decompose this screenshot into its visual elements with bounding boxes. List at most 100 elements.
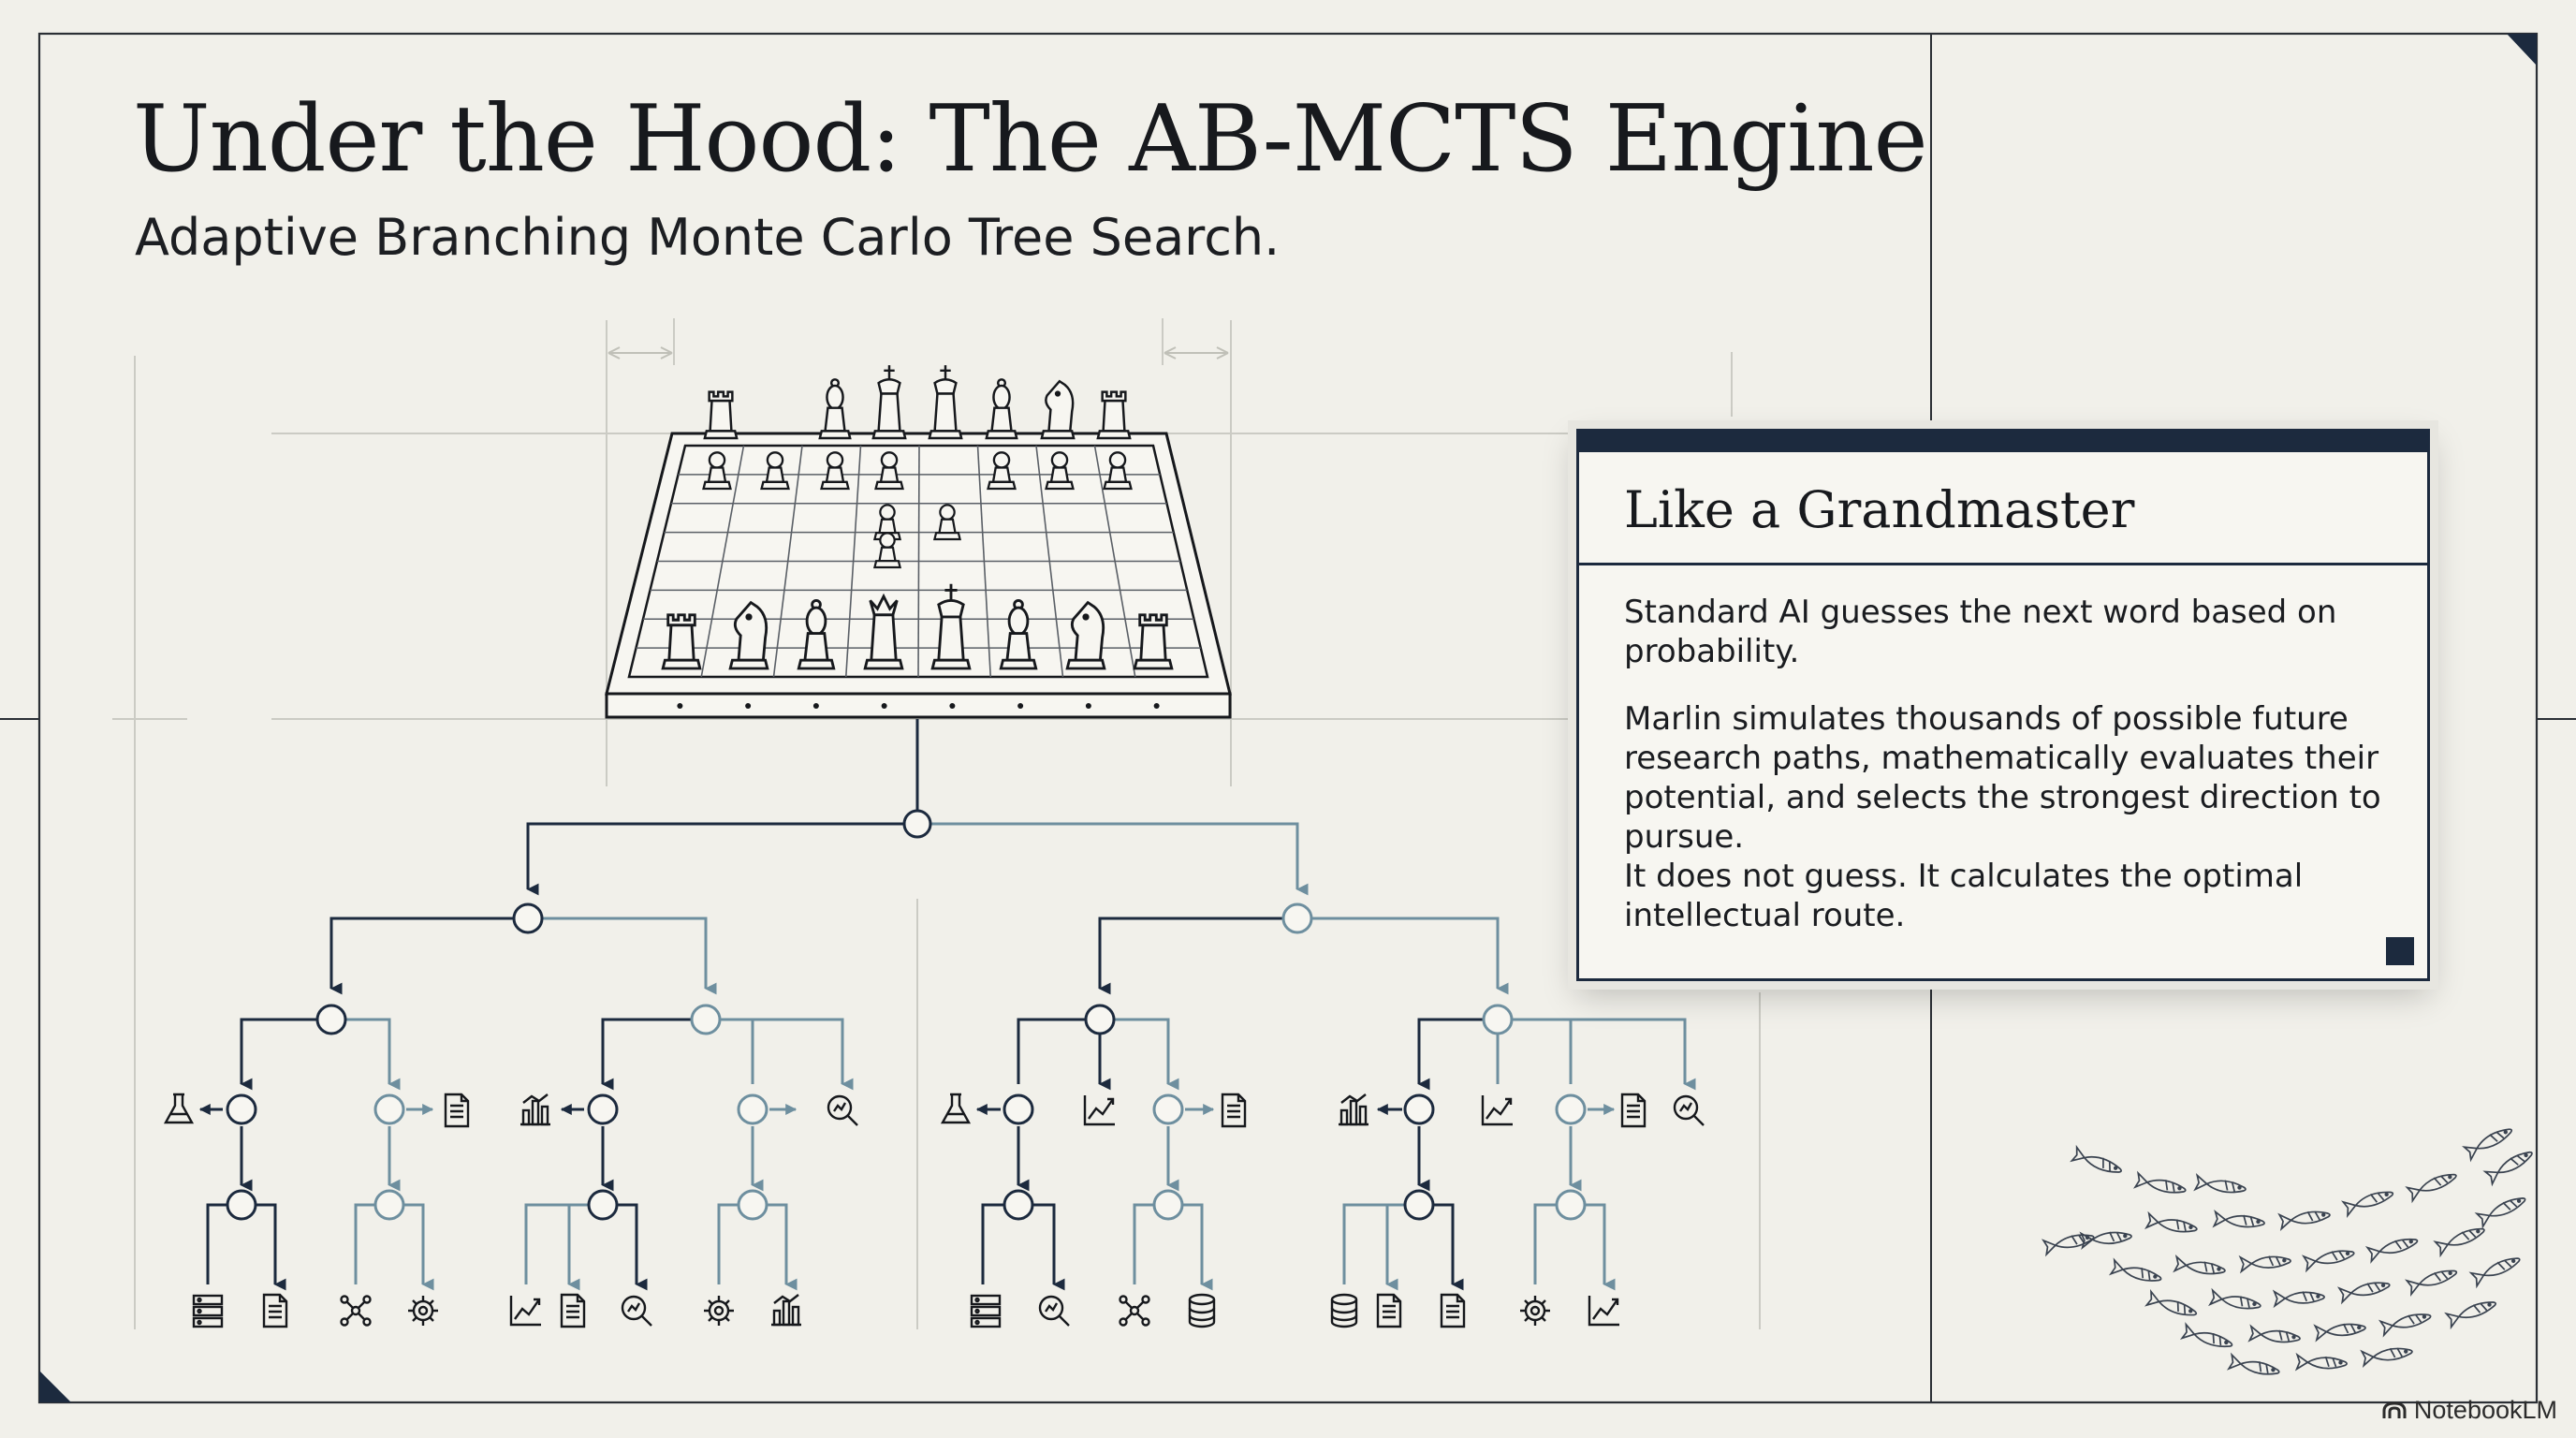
fish-icon xyxy=(2406,1167,2460,1202)
fish-icon xyxy=(2134,1172,2188,1198)
tree-node xyxy=(1555,1093,1587,1125)
tree-node xyxy=(1003,1189,1034,1221)
line-chart-icon xyxy=(1481,1093,1515,1126)
tree-node xyxy=(1403,1093,1435,1125)
tree-node xyxy=(690,1004,722,1035)
fish-icon xyxy=(2278,1207,2332,1230)
flask-icon xyxy=(164,1093,194,1124)
notebooklm-logo-icon xyxy=(2382,1401,2407,1418)
tree-node xyxy=(587,1093,619,1125)
tree-node xyxy=(226,1093,257,1125)
card-top-bar xyxy=(1579,432,2427,452)
fish-icon xyxy=(2174,1255,2227,1279)
board-edge-dot xyxy=(1017,703,1024,709)
fish-icon xyxy=(2445,1296,2499,1328)
tree-node xyxy=(1084,1004,1116,1035)
fish-icon xyxy=(2110,1259,2164,1287)
line-chart-icon xyxy=(1588,1294,1621,1327)
tree-nodes xyxy=(226,809,1587,1221)
board-edge-dot xyxy=(745,703,752,709)
line-chart-icon xyxy=(1083,1093,1117,1126)
fish-icon xyxy=(2194,1174,2247,1197)
fish-icon xyxy=(2484,1146,2537,1185)
network-icon xyxy=(340,1295,372,1327)
slide-subtitle: Adaptive Branching Monte Carlo Tree Sear… xyxy=(135,208,1281,267)
fish-icon xyxy=(2181,1323,2235,1353)
fish-icon xyxy=(2303,1245,2357,1271)
card-title: Like a Grandmaster xyxy=(1624,480,2135,539)
fish-school-icon xyxy=(2042,1123,2537,1380)
fish-icon xyxy=(2239,1253,2292,1272)
fish-icon xyxy=(2314,1319,2367,1342)
board-edge-dot xyxy=(949,703,956,709)
board-edge-dot xyxy=(881,703,887,709)
line-chart-icon xyxy=(509,1294,543,1327)
fish-icon xyxy=(2361,1343,2414,1367)
tree-node xyxy=(737,1189,768,1221)
grandmaster-card: Like a Grandmaster Standard AI guesses t… xyxy=(1576,429,2430,981)
board-grid-line xyxy=(976,445,992,678)
document-icon xyxy=(1376,1293,1402,1328)
fish-icon xyxy=(2476,1192,2529,1227)
fish-icon xyxy=(2470,1252,2524,1287)
document-icon xyxy=(560,1293,586,1328)
board-edge-dot xyxy=(812,703,819,709)
fish-icon xyxy=(2145,1290,2200,1322)
board-grid-line xyxy=(1093,445,1136,678)
bar-chart-icon xyxy=(519,1093,552,1126)
gear-icon xyxy=(406,1294,440,1328)
chess-piece-knight xyxy=(1040,379,1076,440)
card-paragraph-1: Standard AI guesses the next word based … xyxy=(1624,594,2337,670)
brand-badge: NotebookLM xyxy=(2382,1396,2557,1425)
fish-icon xyxy=(2342,1185,2396,1217)
chess-piece-bishop xyxy=(985,378,1018,440)
board-grid-line xyxy=(1035,445,1064,678)
document-icon xyxy=(444,1093,470,1128)
tree-node xyxy=(315,1004,347,1035)
tree-node xyxy=(226,1189,257,1221)
card-paragraph-2: Marlin simulates thousands of possible f… xyxy=(1624,700,2381,856)
magnifier-icon xyxy=(1038,1295,1071,1328)
board-edge-dot xyxy=(677,703,683,709)
fish-icon xyxy=(2248,1325,2302,1347)
card-paragraph-3: It does not guess. It calculates the opt… xyxy=(1624,858,2304,934)
chess-piece-rook xyxy=(703,390,739,440)
fish-icon xyxy=(2071,1146,2125,1179)
magnifier-icon xyxy=(1673,1094,1705,1127)
database-icon xyxy=(1188,1293,1216,1328)
tree-node xyxy=(1555,1189,1587,1221)
tree-node xyxy=(1152,1189,1184,1221)
gear-icon xyxy=(702,1294,736,1328)
document-icon xyxy=(1221,1093,1247,1128)
fish-icon xyxy=(2379,1308,2434,1336)
tree-node xyxy=(1152,1093,1184,1125)
fish-icon xyxy=(2338,1277,2393,1303)
fish-icon xyxy=(2042,1229,2097,1255)
tree-node xyxy=(587,1189,619,1221)
fish-icon xyxy=(2366,1233,2421,1263)
document-icon xyxy=(1440,1293,1466,1328)
gear-icon xyxy=(1518,1294,1552,1328)
fish-icon xyxy=(2434,1222,2488,1256)
leaf-icons-level-5 xyxy=(192,1293,1621,1328)
chess-piece-king xyxy=(928,363,963,440)
chess-piece-king xyxy=(871,363,907,440)
fish-icon xyxy=(2209,1289,2263,1314)
chessboard xyxy=(605,432,1232,719)
tree-node xyxy=(737,1093,768,1125)
bar-chart-icon xyxy=(1337,1093,1370,1126)
tree-node xyxy=(1003,1093,1034,1125)
server-icon xyxy=(192,1294,224,1328)
fish-icon xyxy=(2295,1354,2349,1372)
chess-piece-bishop xyxy=(818,378,852,440)
document-icon xyxy=(1620,1093,1647,1128)
tree-node xyxy=(512,902,544,934)
fish-icon xyxy=(2145,1212,2200,1238)
fish-icon xyxy=(2463,1123,2516,1161)
server-icon xyxy=(970,1294,1002,1328)
magnifier-icon xyxy=(621,1295,653,1328)
tree-node xyxy=(1482,1004,1514,1035)
fish-icon xyxy=(2213,1211,2266,1231)
chess-piece-rook xyxy=(1096,390,1132,440)
fish-icon xyxy=(2228,1354,2282,1380)
